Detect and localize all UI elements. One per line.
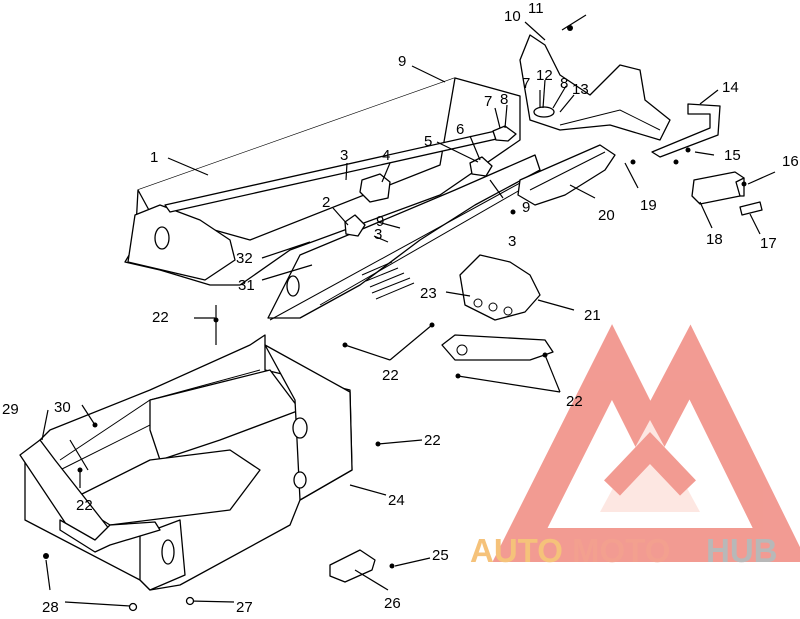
callout-3: 3 — [374, 226, 382, 243]
hardware-fasteners — [43, 25, 747, 612]
callout-3: 3 — [508, 233, 516, 250]
callout-1: 1 — [150, 149, 158, 166]
callout-3: 3 — [340, 147, 348, 164]
callout-9: 9 — [398, 53, 406, 70]
callout-22: 22 — [76, 497, 93, 514]
callout-10: 10 — [504, 8, 521, 25]
watermark-auto: AUTO — [470, 532, 563, 569]
callout-11: 11 — [528, 0, 544, 17]
watermark-moto: MOTO — [572, 532, 670, 569]
callout-22: 22 — [382, 367, 399, 384]
callout-18: 18 — [706, 231, 723, 248]
callout-21: 21 — [584, 307, 601, 324]
callout-9: 9 — [522, 199, 530, 216]
callout-16: 16 — [782, 153, 799, 170]
callout-25: 25 — [432, 547, 449, 564]
chassis-assembly — [19, 334, 376, 591]
callout-19: 19 — [640, 197, 657, 214]
callout-22: 22 — [424, 432, 441, 449]
leader-lines — [41, 14, 776, 607]
callout-32: 32 — [236, 250, 253, 267]
callout-4: 4 — [382, 147, 390, 164]
callout-22: 22 — [566, 393, 583, 410]
watermark-text: AUTO MOTO HUB — [470, 532, 778, 569]
callout-28: 28 — [42, 599, 59, 614]
callout-17: 17 — [760, 235, 777, 252]
callout-6: 6 — [456, 121, 464, 138]
bracket-assembly — [441, 254, 554, 361]
callout-31: 31 — [238, 277, 255, 294]
callout-8: 8 — [500, 91, 508, 108]
callout-15: 15 — [724, 147, 741, 164]
callout-2: 2 — [322, 194, 330, 211]
callout-8: 8 — [560, 75, 568, 92]
callout-27: 27 — [236, 599, 253, 614]
callout-9: 9 — [376, 213, 384, 230]
watermark-logo-icon — [492, 324, 800, 562]
callout-7: 7 — [484, 93, 492, 110]
callout-30: 30 — [54, 399, 71, 416]
callout-5: 5 — [424, 133, 432, 150]
callout-13: 13 — [572, 81, 589, 98]
callout-29: 29 — [2, 401, 19, 418]
callout-26: 26 — [384, 595, 401, 612]
callout-12: 12 — [536, 67, 553, 84]
callout-7: 7 — [522, 75, 530, 92]
tunnel-assembly — [124, 34, 763, 321]
callout-14: 14 — [722, 79, 739, 96]
watermark-hub: HUB — [706, 532, 778, 569]
callout-22: 22 — [152, 309, 169, 326]
callout-20: 20 — [598, 207, 615, 224]
callout-24: 24 — [388, 492, 405, 509]
callout-23: 23 — [420, 285, 437, 302]
